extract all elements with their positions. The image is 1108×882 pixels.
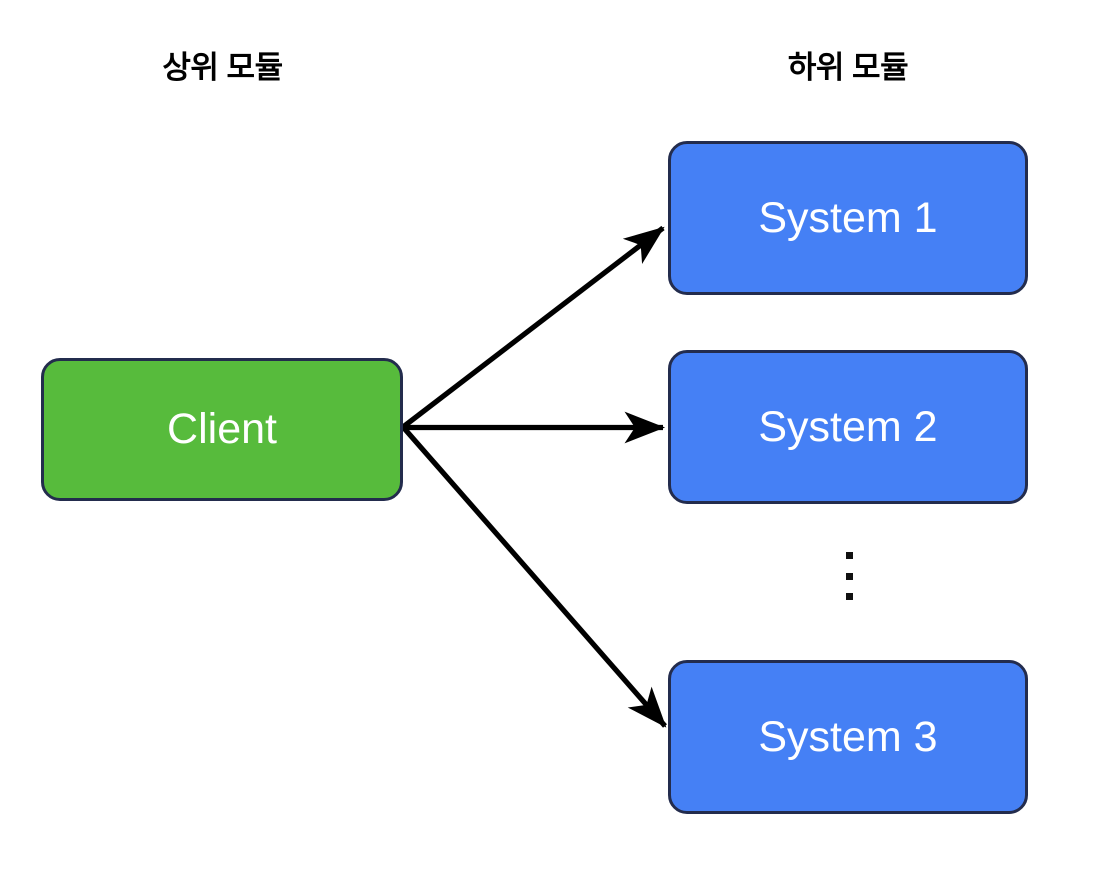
vertical-ellipsis-icon xyxy=(838,552,860,600)
node-system-1-label: System 1 xyxy=(758,193,938,242)
column-header-upper-module: 상위 모듈 xyxy=(162,50,283,85)
node-client-label: Client xyxy=(167,405,277,453)
node-system-2-label: System 2 xyxy=(758,402,938,451)
column-header-lower-module: 하위 모듈 xyxy=(787,50,909,85)
node-system-2[interactable]: System 2 xyxy=(668,350,1028,504)
node-system-3-label: System 3 xyxy=(758,712,938,761)
edge-client-to-system-1 xyxy=(401,225,665,430)
ellipsis-dot xyxy=(845,552,853,559)
ellipsis-dot xyxy=(845,593,853,600)
node-client[interactable]: Client xyxy=(41,358,403,501)
node-system-1[interactable]: System 1 xyxy=(668,141,1028,295)
ellipsis-dot xyxy=(845,572,853,580)
node-system-3[interactable]: System 3 xyxy=(668,660,1028,814)
edge-client-to-system-3 xyxy=(401,425,667,728)
